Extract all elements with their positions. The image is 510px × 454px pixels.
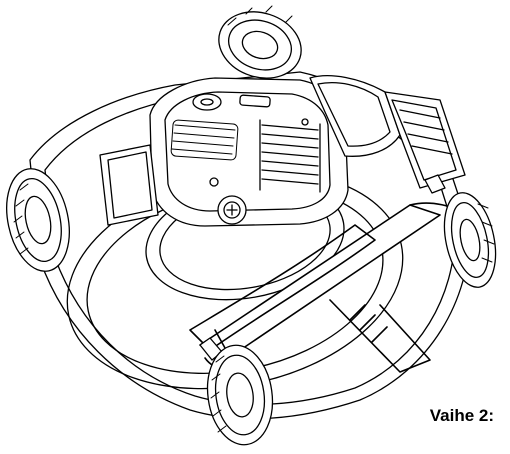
- handle-frame: [190, 203, 470, 372]
- wheel-front-left: [0, 163, 78, 277]
- wheel-rear-top: [210, 2, 310, 89]
- side-panel: [100, 145, 158, 225]
- engine: [150, 78, 348, 226]
- step-label: Vaihe 2:: [429, 406, 494, 425]
- wheel-rear-right: [437, 188, 504, 292]
- wheel-front-bottom: [201, 341, 278, 449]
- handle-knob-right: [425, 175, 445, 193]
- grass-chute: [310, 76, 465, 188]
